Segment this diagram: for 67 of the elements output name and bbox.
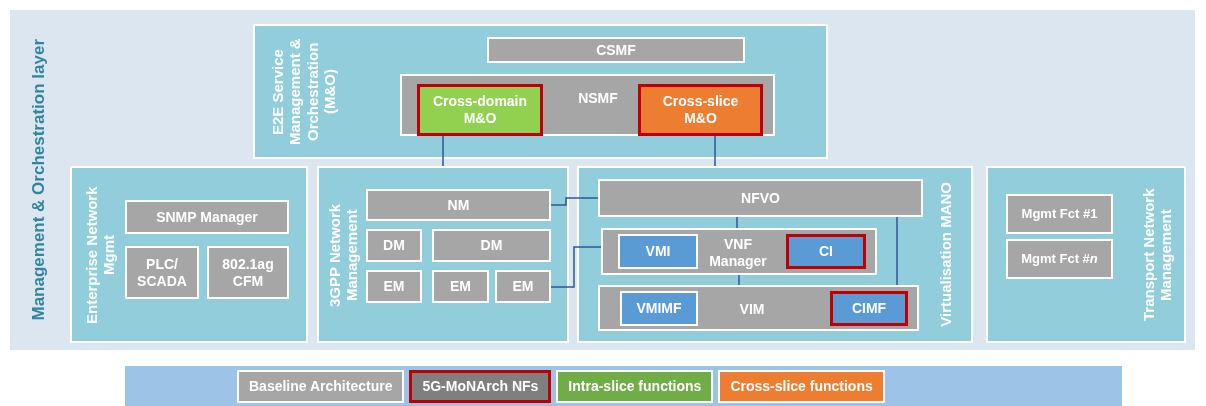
box-label: CSMF: [596, 41, 636, 59]
box-label: Cross-domain M&O: [431, 93, 529, 127]
function-box: [495, 270, 551, 303]
function-box: [400, 74, 775, 136]
panel-heading: Management & Orchestration layer: [29, 39, 49, 321]
function-box: [417, 84, 543, 136]
box-label: DM: [383, 237, 405, 254]
box-label: VIM: [739, 300, 765, 318]
domain-panel: [253, 24, 828, 159]
box-label: Mgmt Fct #n: [1021, 251, 1098, 267]
legend-item: Baseline Architecture: [237, 369, 405, 403]
function-box: [638, 84, 763, 136]
legend-item: 5G-MoNArch NFs: [409, 369, 552, 403]
legend-item: Cross-slice functions: [718, 369, 885, 403]
function-box: [366, 270, 422, 303]
box-label: CIMF: [851, 300, 887, 317]
box-label: PLC/ SCADA: [136, 255, 188, 290]
domain-panel: [317, 166, 569, 343]
box-label: DM: [480, 237, 503, 254]
connector-line: [738, 274, 740, 286]
box-label: EM: [512, 278, 534, 295]
function-box: [598, 179, 923, 217]
box-label: Mgmt Fct #1: [1021, 206, 1098, 222]
connector-line: [550, 197, 599, 206]
function-box: [601, 228, 877, 275]
box-label: NSMF: [578, 89, 618, 107]
connector-line: [896, 216, 898, 286]
connector-line: [550, 246, 602, 288]
domain-panel: [986, 166, 1186, 343]
function-box: [432, 270, 489, 303]
function-box: [432, 229, 551, 262]
function-box: [125, 246, 199, 299]
box-label: 802.1ag CFM: [221, 255, 275, 290]
function-box: [830, 291, 908, 326]
box-label: NFVO: [741, 189, 780, 207]
legend-item: Intra-slice functions: [556, 369, 714, 403]
function-box: [598, 285, 919, 331]
box-label: VNF Manager: [708, 236, 768, 270]
box-label: EM: [383, 278, 405, 295]
box-label: SNMP Manager: [156, 208, 258, 226]
function-box: [1006, 194, 1113, 234]
layer-band: [10, 10, 1195, 350]
function-box: [1006, 239, 1113, 279]
panel-heading: Enterprise Network Mgmt: [82, 184, 118, 326]
function-box: [366, 229, 422, 262]
box-label: EM: [450, 278, 471, 295]
panel-heading: Transport Network Management: [1139, 187, 1175, 323]
function-box: [618, 234, 698, 269]
box-label: NM: [447, 196, 470, 214]
domain-panel: [70, 166, 308, 343]
function-box: [786, 234, 866, 269]
function-box: [620, 291, 698, 326]
connector-line: [736, 216, 738, 229]
panel-heading: E2E Service Management & Orchestration (M&O): [268, 37, 338, 147]
box-label: CI: [819, 243, 833, 260]
connector-line: [714, 135, 716, 167]
function-box: [207, 246, 289, 299]
connector-line: [442, 135, 444, 167]
panel-heading: 3GPP Network Management: [325, 201, 361, 309]
box-label: VMI: [645, 243, 671, 260]
function-box: [487, 37, 745, 63]
box-label: Cross-slice M&O: [661, 93, 740, 127]
domain-panel: [577, 166, 973, 343]
panel-heading: Virtualisation MANO: [937, 182, 955, 327]
function-box: [125, 200, 289, 234]
function-box: [366, 189, 551, 221]
box-label: VMIMF: [636, 300, 682, 317]
